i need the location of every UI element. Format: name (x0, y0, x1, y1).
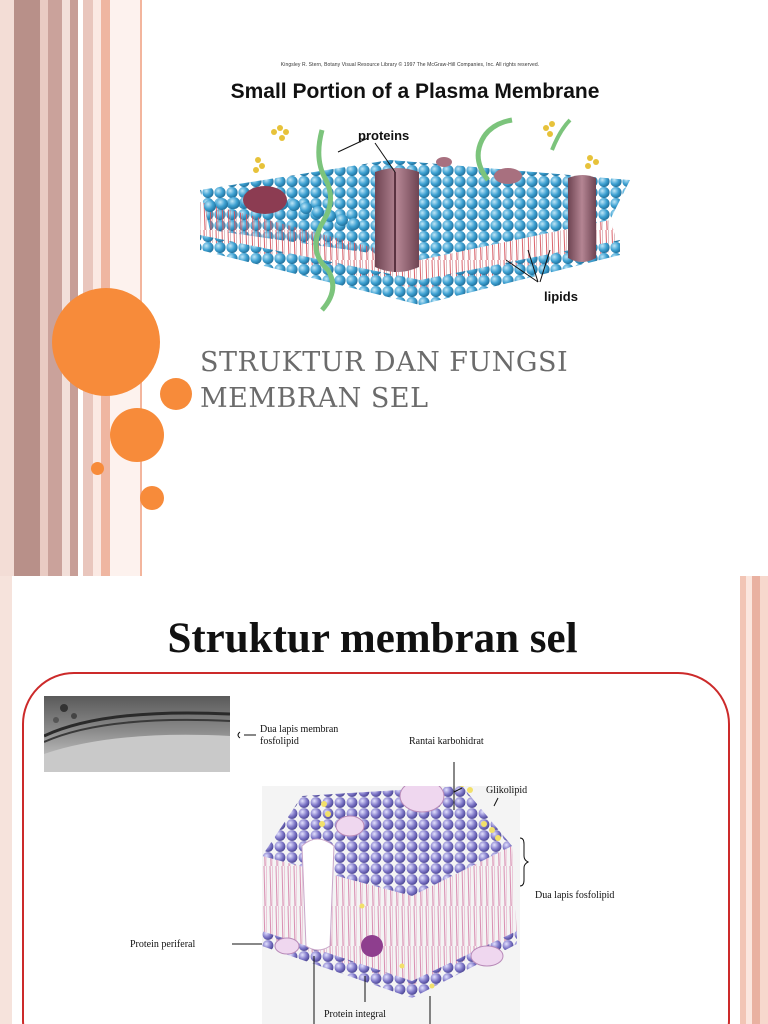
label-bilayer-micrograph-line1: Dua lapis membran (260, 724, 339, 735)
decor-circle (140, 486, 164, 510)
decor-circle (52, 288, 160, 396)
slide-2: Struktur membran sel (0, 576, 768, 1024)
decor-stripe (40, 0, 48, 576)
label-peripheral-protein: Protein periferal (130, 939, 196, 950)
label-integral-protein: Protein integral (324, 1009, 386, 1020)
decor-circle (110, 408, 164, 462)
membrane-diagram (262, 786, 520, 1024)
decor-stripe (752, 576, 760, 1024)
decor-circle (91, 462, 104, 475)
decor-circle (160, 378, 192, 410)
decor-stripe (746, 576, 752, 1024)
figure-title: Small Portion of a Plasma Membrane (230, 80, 600, 103)
decor-stripe (48, 0, 62, 576)
label-proteins: proteins (358, 128, 410, 143)
label-lipids: lipids (544, 289, 578, 304)
label-glycolipid: Glikolipid (486, 785, 528, 796)
title-line-1: STRUKTUR DAN FUNGSI (200, 347, 569, 378)
decor-stripe (83, 0, 93, 576)
micrograph-image (44, 696, 230, 772)
slide-2-title: Struktur membran sel (167, 615, 578, 662)
decor-stripe (140, 0, 142, 576)
label-phospholipid-bilayer: Dua lapis fosfolipid (535, 890, 615, 901)
decor-stripe (0, 576, 12, 1024)
decor-stripe (760, 576, 768, 1024)
decor-stripe (62, 0, 70, 576)
slide-1: Kingsley R. Stern, Botany Visual Resourc… (0, 0, 720, 576)
label-bilayer-micrograph: Dua lapis membran fosfolipid (260, 724, 338, 748)
decor-stripe (740, 576, 746, 1024)
image-credit: Kingsley R. Stern, Botany Visual Resourc… (280, 62, 540, 68)
plasma-membrane-illustration (200, 117, 630, 312)
decor-stripe (14, 0, 40, 576)
title-line-2: MEMBRAN SEL (200, 383, 429, 414)
slide-1-title: STRUKTUR DAN FUNGSI MEMBRAN SEL (200, 345, 720, 417)
decor-stripe (70, 0, 78, 576)
label-carbohydrate-chain: Rantai karbohidrat (409, 736, 484, 747)
decor-stripe (0, 0, 14, 576)
label-bilayer-micrograph-line2: fosfolipid (260, 736, 299, 747)
decor-stripe (78, 0, 83, 576)
